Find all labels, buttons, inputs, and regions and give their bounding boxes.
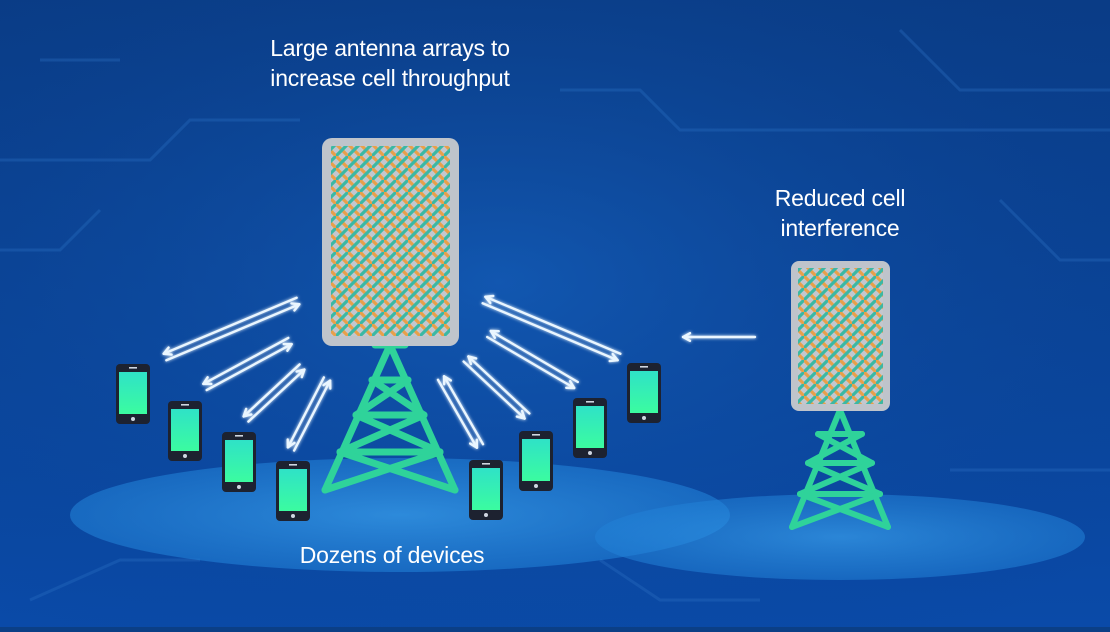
bidirectional-arrow-icon xyxy=(462,355,531,420)
bidirectional-arrow-icon xyxy=(202,336,293,392)
main-antenna-panel xyxy=(322,138,459,346)
interference-caption-line1: Reduced cell xyxy=(774,185,906,211)
bidirectional-arrow-icon xyxy=(162,296,301,362)
main-array-caption-line2: increase cell throughput xyxy=(270,65,510,91)
interference-caption: Reduced cell interference xyxy=(730,183,950,243)
main-array-caption: Large antenna arrays to increase cell th… xyxy=(230,33,550,93)
one-way-arrow-icon xyxy=(681,331,757,343)
devices xyxy=(116,363,661,521)
secondary-tower xyxy=(789,407,891,530)
circuit-pattern xyxy=(0,28,1110,602)
smartphone-icon xyxy=(222,432,256,492)
smartphone-icon xyxy=(469,460,503,520)
smartphone-icon xyxy=(168,401,202,461)
devices-caption: Dozens of devices xyxy=(299,542,485,568)
bidirectional-arrow-icon xyxy=(242,363,306,423)
smartphone-icon xyxy=(519,431,553,491)
main-array-caption-line1: Large antenna arrays to xyxy=(270,35,510,61)
smartphone-icon xyxy=(276,461,310,521)
main-tower xyxy=(321,341,459,494)
bidirectional-arrow-icon xyxy=(486,329,579,390)
arrows xyxy=(162,294,757,452)
smartphone-icon xyxy=(116,364,150,424)
coverage-area-secondary xyxy=(595,494,1085,580)
bidirectional-arrow-icon xyxy=(286,376,332,452)
secondary-antenna-panel xyxy=(791,261,890,411)
smartphone-icon xyxy=(573,398,607,458)
interference-caption-line2: interference xyxy=(780,215,900,241)
bidirectional-arrow-icon xyxy=(436,375,485,449)
bidirectional-arrow-icon xyxy=(481,294,622,363)
smartphone-icon xyxy=(627,363,661,423)
